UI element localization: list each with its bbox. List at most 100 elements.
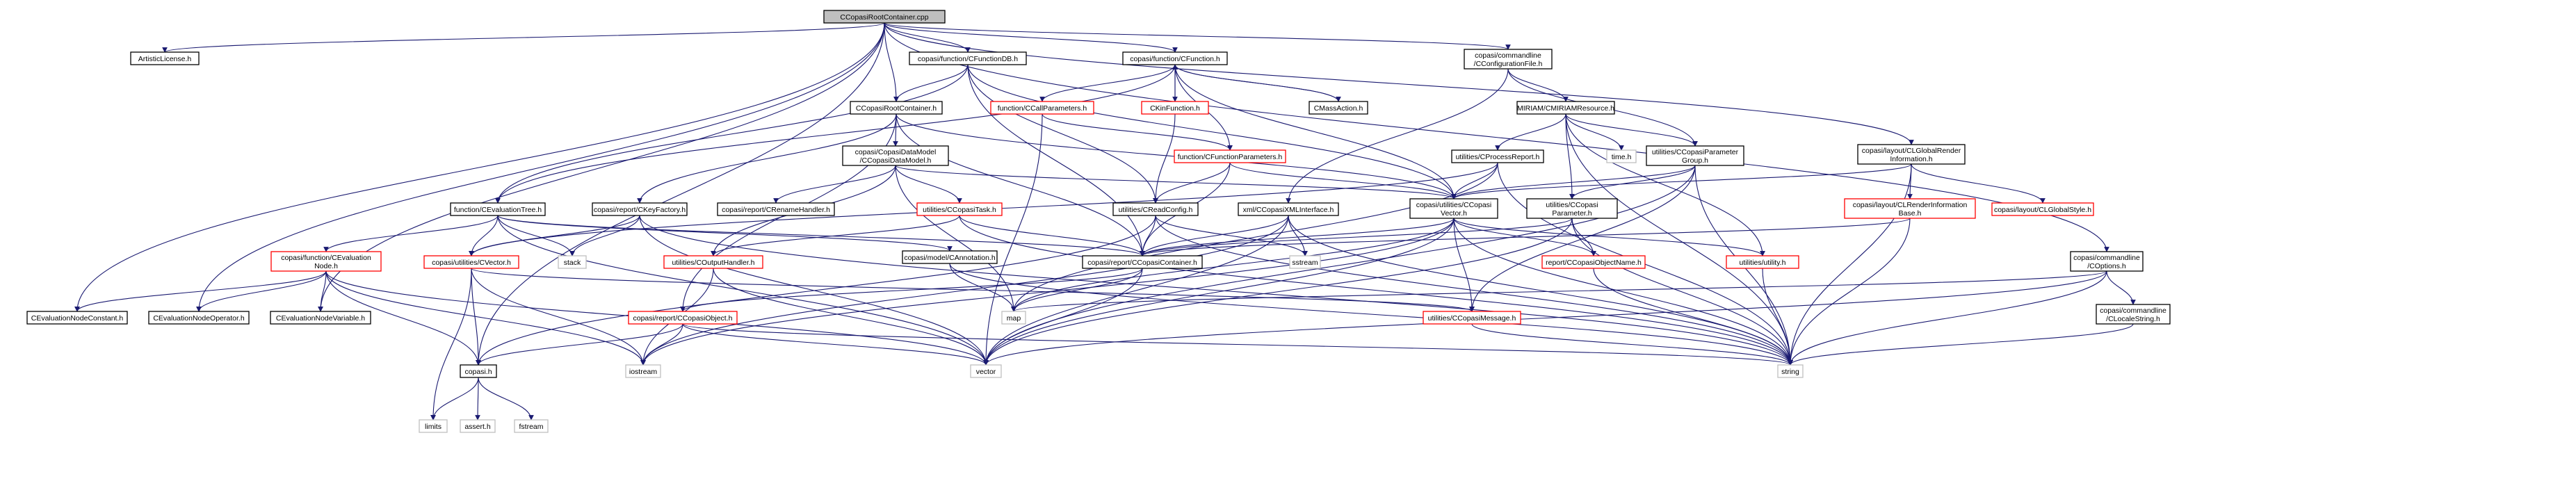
node-cnodeconstant[interactable]: CEvaluationNodeConstant.h <box>26 311 128 325</box>
node-cfunctiondb[interactable]: copasi/function/CFunctionDB.h <box>909 51 1027 65</box>
node-box-ccallparams <box>990 101 1094 115</box>
edge-copasih-to-fstream <box>478 377 534 421</box>
node-box-cregisteredname <box>1541 255 1646 269</box>
edge-coutputhandler-to-vector <box>713 268 989 366</box>
node-cprocessreport[interactable]: utilities/CProcessReport.h <box>1451 149 1544 163</box>
node-crenamehandler[interactable]: copasi/report/CRenameHandler.h <box>717 202 835 216</box>
edge-cvector-to-limits <box>430 268 472 421</box>
node-box-copasih <box>460 364 497 378</box>
edge-cconfigfile-to-miriam <box>1507 68 1569 102</box>
node-creadconfig[interactable]: utilities/CReadConfig.h <box>1112 202 1199 216</box>
edge-ccopasimessage-to-string <box>1471 323 1793 366</box>
edge-ccopasivector-to-cregisteredname <box>1453 218 1596 256</box>
edge-cconfigfile-to-ccopasixml <box>1286 68 1509 204</box>
node-label-timeh: time.h <box>1612 153 1632 161</box>
edge-clocalestring-to-string <box>1788 323 2134 366</box>
node-label-cregisteredname: report/CCopasiObjectName.h <box>1546 259 1642 267</box>
node-ccopasixml[interactable]: xml/CCopasiXMLInterface.h <box>1238 202 1339 216</box>
node-cmassaction[interactable]: CMassAction.h <box>1309 101 1368 115</box>
node-clglobalrender[interactable]: copasi/layout/CLGlobalRenderInformation.… <box>1857 144 1966 165</box>
node-box-fstream <box>514 419 549 433</box>
edges-layer <box>74 22 2136 421</box>
node-box-asserth <box>460 419 496 433</box>
node-iostream[interactable]: iostream <box>625 364 661 378</box>
node-label-ccopasiparamgroup: utilities/CCopasiParameter <box>1652 148 1739 156</box>
node-clglobalstyle[interactable]: copasi/layout/CLGlobalStyle.h <box>1991 202 2094 216</box>
node-label-cevalnode: copasi/function/CEvaluation <box>281 254 371 262</box>
node-box-coptions <box>2070 251 2144 272</box>
node-cevalnode[interactable]: copasi/function/CEvaluationNode.h <box>270 251 382 272</box>
node-label-cnodeoperator: CEvaluationNodeOperator.h <box>153 314 244 323</box>
node-cnodevariable[interactable]: CEvaluationNodeVariable.h <box>270 311 371 325</box>
node-label-ccopasidatamodel: copasi/CopasiDataModel <box>855 148 937 156</box>
node-label-cfunction: copasi/function/CFunction.h <box>1130 55 1220 63</box>
node-ccopasitask[interactable]: utilities/CCopasiTask.h <box>916 202 1003 216</box>
edge-ccopasidatamodel-to-ccopasitask <box>895 165 962 204</box>
node-coptions[interactable]: copasi/commandline/COptions.h <box>2070 251 2144 272</box>
node-artistic[interactable]: ArtisticLicense.h <box>130 51 200 65</box>
node-label-coptions: copasi/commandline <box>2073 254 2140 262</box>
edge-creadconfig-to-string <box>1155 215 1793 366</box>
node-limits[interactable]: limits <box>419 419 448 433</box>
edge-utility-to-string <box>1762 268 1793 366</box>
node-root[interactable]: CCopasiRootContainer.cpp <box>823 10 946 24</box>
node-box-crenamehandler <box>717 202 835 216</box>
edge-ccallparams-to-vector <box>983 113 1043 366</box>
node-ccopasiobject[interactable]: copasi/report/CCopasiObject.h <box>628 311 738 325</box>
edge-cfunctiondb-to-ccopasivector <box>967 64 1457 199</box>
node-cevaltree[interactable]: function/CEvaluationTree.h <box>450 202 546 216</box>
node-ccopasiparam[interactable]: utilities/CCopasiParameter.h <box>1526 198 1618 219</box>
node-box-ccopasitask <box>916 202 1003 216</box>
node-ccopasimessage[interactable]: utilities/CCopasiMessage.h <box>1423 311 1521 325</box>
node-sstream[interactable]: sstream <box>1289 255 1321 269</box>
node-timeh[interactable]: time.h <box>1606 149 1637 163</box>
node-box-ckinfunction <box>1141 101 1209 115</box>
node-box-artistic <box>130 51 200 65</box>
node-cregisteredname[interactable]: report/CCopasiObjectName.h <box>1541 255 1646 269</box>
node-ccopasidatamodel[interactable]: copasi/CopasiDataModel/CCopasiDataModel.… <box>842 145 949 166</box>
edge-cfunctiondb-to-ccopasicontainer <box>967 64 1145 256</box>
node-stack[interactable]: stack <box>558 255 587 269</box>
node-cfunction[interactable]: copasi/function/CFunction.h <box>1122 51 1228 65</box>
edge-miriam-to-ccopasiparam <box>1565 113 1575 199</box>
node-label-cevaltree: function/CEvaluationTree.h <box>454 206 542 214</box>
edge-cevaltree-to-cevalnode <box>323 215 499 252</box>
edge-ccopasixml-to-sstream <box>1288 215 1308 256</box>
edge-clrenderinfobase-to-string <box>1788 218 1911 366</box>
node-ckinfunction[interactable]: CKinFunction.h <box>1141 101 1209 115</box>
node-cvector[interactable]: copasi/utilities/CVector.h <box>423 255 519 269</box>
node-box-cnodeoperator <box>148 311 250 325</box>
node-box-limits <box>419 419 448 433</box>
node-cfunctionparams[interactable]: function/CFunctionParameters.h <box>1174 149 1286 163</box>
edge-cevaltree-to-ccopasicontainer <box>497 215 1145 256</box>
node-box-clrenderinfobase <box>1844 198 1976 219</box>
node-fstream[interactable]: fstream <box>514 419 549 433</box>
node-vector[interactable]: vector <box>970 364 1002 378</box>
node-label-cevalnode: Node.h <box>314 262 338 270</box>
edge-cevalnode-to-cnodeconstant <box>74 270 327 312</box>
node-cannotation[interactable]: copasi/model/CAnnotation.h <box>902 250 998 264</box>
node-ckeyfactory[interactable]: copasi/report/CKeyFactory.h <box>592 202 688 216</box>
node-label-ccopasixml: xml/CCopasiXMLInterface.h <box>1243 206 1334 214</box>
edge-cevalnode-to-copasih <box>325 270 481 366</box>
edge-cevalnode-to-cnodevariable <box>318 270 327 312</box>
node-miriam[interactable]: MIRIAM/CMIRIAMResource.h <box>1516 101 1615 115</box>
edge-cevaltree-to-cannotation <box>497 215 953 252</box>
node-ccopasirootcontainer[interactable]: CCopasiRootContainer.h <box>850 101 943 115</box>
node-label-clocalestring: /CLocaleString.h <box>2106 315 2160 323</box>
node-asserth[interactable]: assert.h <box>460 419 496 433</box>
node-clocalestring[interactable]: copasi/commandline/CLocaleString.h <box>2096 304 2171 325</box>
node-cconfigfile[interactable]: copasi/commandline/CConfigurationFile.h <box>1464 49 1553 70</box>
node-ccallparams[interactable]: function/CCallParameters.h <box>990 101 1094 115</box>
node-cnodeoperator[interactable]: CEvaluationNodeOperator.h <box>148 311 250 325</box>
node-coutputhandler[interactable]: utilities/COutputHandler.h <box>663 255 763 269</box>
node-box-coutputhandler <box>663 255 763 269</box>
node-utility[interactable]: utilities/utility.h <box>1726 255 1799 269</box>
node-ccopasicontainer[interactable]: copasi/report/CCopasiContainer.h <box>1082 255 1203 269</box>
node-copasih[interactable]: copasi.h <box>460 364 497 378</box>
node-string[interactable]: string <box>1777 364 1804 378</box>
node-map[interactable]: map <box>1001 311 1026 325</box>
